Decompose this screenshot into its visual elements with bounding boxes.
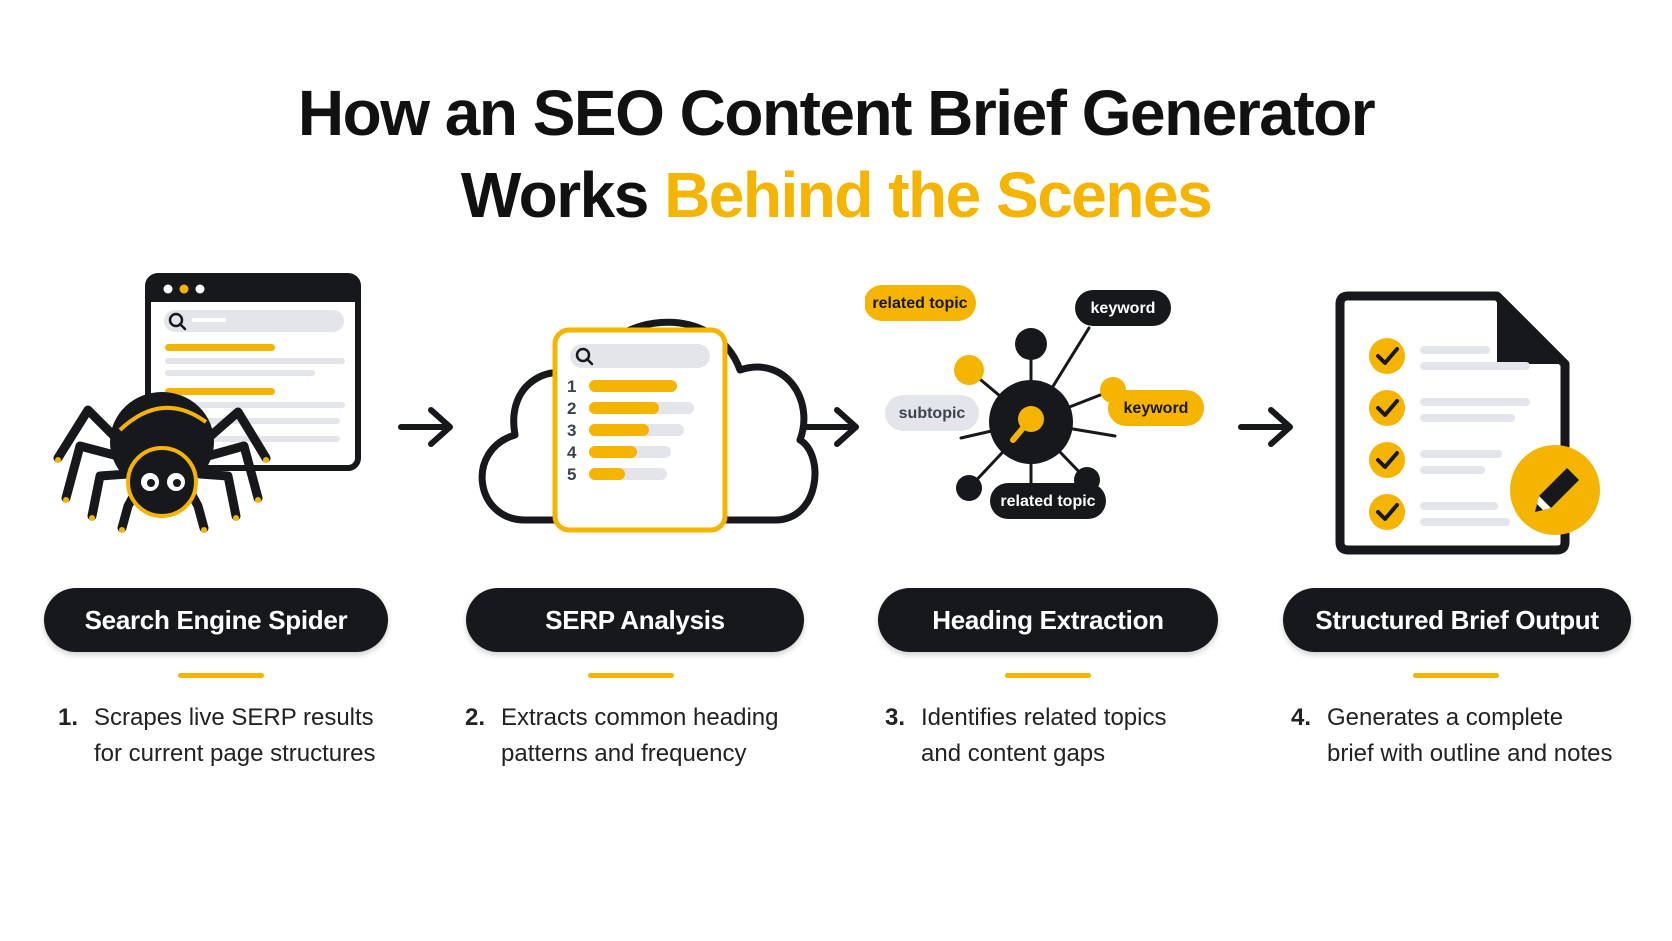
step-3-desc-line-2: and content gaps — [921, 740, 1106, 767]
title-line-2: Works Behind the Scenes — [0, 154, 1672, 236]
topic-network-icon: related topic keyword subtopic keyword r… — [865, 285, 1204, 519]
rank-2: 2 — [567, 399, 576, 418]
step-4-number: 4. — [1291, 704, 1312, 731]
step-1-divider — [178, 673, 264, 678]
title-line-2-plain: Works — [460, 159, 665, 231]
step-3-divider — [1005, 673, 1091, 678]
tag-related-topic-bottom: related topic — [1000, 493, 1095, 510]
arrow-right-icon — [398, 407, 453, 447]
checklist-document-icon — [1335, 291, 1600, 555]
step-2-description: 2. Extracts common heading patterns and … — [465, 700, 778, 772]
step-2-desc-line-1: Extracts common heading — [501, 704, 779, 731]
step-4-description: 4. Generates a complete brief with outli… — [1291, 700, 1613, 772]
tag-keyword-top: keyword — [1091, 300, 1156, 317]
step-4-label: Structured Brief Output — [1283, 588, 1631, 652]
step-3-label: Heading Extraction — [878, 588, 1218, 652]
arrow-right-icon — [1238, 407, 1293, 447]
cloud-ranking-icon: 1 2 3 4 5 — [478, 318, 819, 533]
page-title: How an SEO Content Brief Generator Works… — [0, 72, 1672, 236]
step-1-number: 1. — [58, 704, 79, 731]
tag-keyword-right: keyword — [1124, 400, 1189, 417]
step-2-number: 2. — [465, 704, 486, 731]
step-1-label: Search Engine Spider — [44, 588, 388, 652]
step-2-desc-line-2: patterns and frequency — [501, 740, 747, 767]
step-4-divider — [1413, 673, 1499, 678]
rank-1: 1 — [567, 377, 576, 396]
rank-number-list: 1 2 3 4 5 — [567, 377, 577, 484]
rank-5: 5 — [567, 465, 576, 484]
step-3-desc-line-1: Identifies related topics — [921, 704, 1167, 731]
step-2-divider — [588, 673, 674, 678]
title-line-2-accent: Behind the Scenes — [664, 159, 1213, 231]
rank-4: 4 — [567, 443, 577, 462]
title-line-1: How an SEO Content Brief Generator — [297, 77, 1376, 149]
pencil-icon — [1535, 468, 1579, 512]
rank-3: 3 — [567, 421, 576, 440]
step-1-desc-line-2: for current page structures — [94, 740, 376, 767]
step-4-desc-line-2: brief with outline and notes — [1327, 740, 1613, 767]
step-3-number: 3. — [885, 704, 906, 731]
arrow-right-icon — [804, 407, 859, 447]
tag-related-topic-top: related topic — [872, 295, 967, 312]
tag-subtopic: subtopic — [899, 405, 966, 422]
step-1-desc-line-1: Scrapes live SERP results — [94, 704, 374, 731]
step-1-description: 1. Scrapes live SERP results for current… — [58, 700, 375, 772]
step-3-description: 3. Identifies related topics and content… — [885, 700, 1166, 772]
step-4-desc-line-1: Generates a complete — [1327, 704, 1564, 731]
step-2-label: SERP Analysis — [466, 588, 804, 652]
spider-browser-icon — [53, 273, 361, 533]
